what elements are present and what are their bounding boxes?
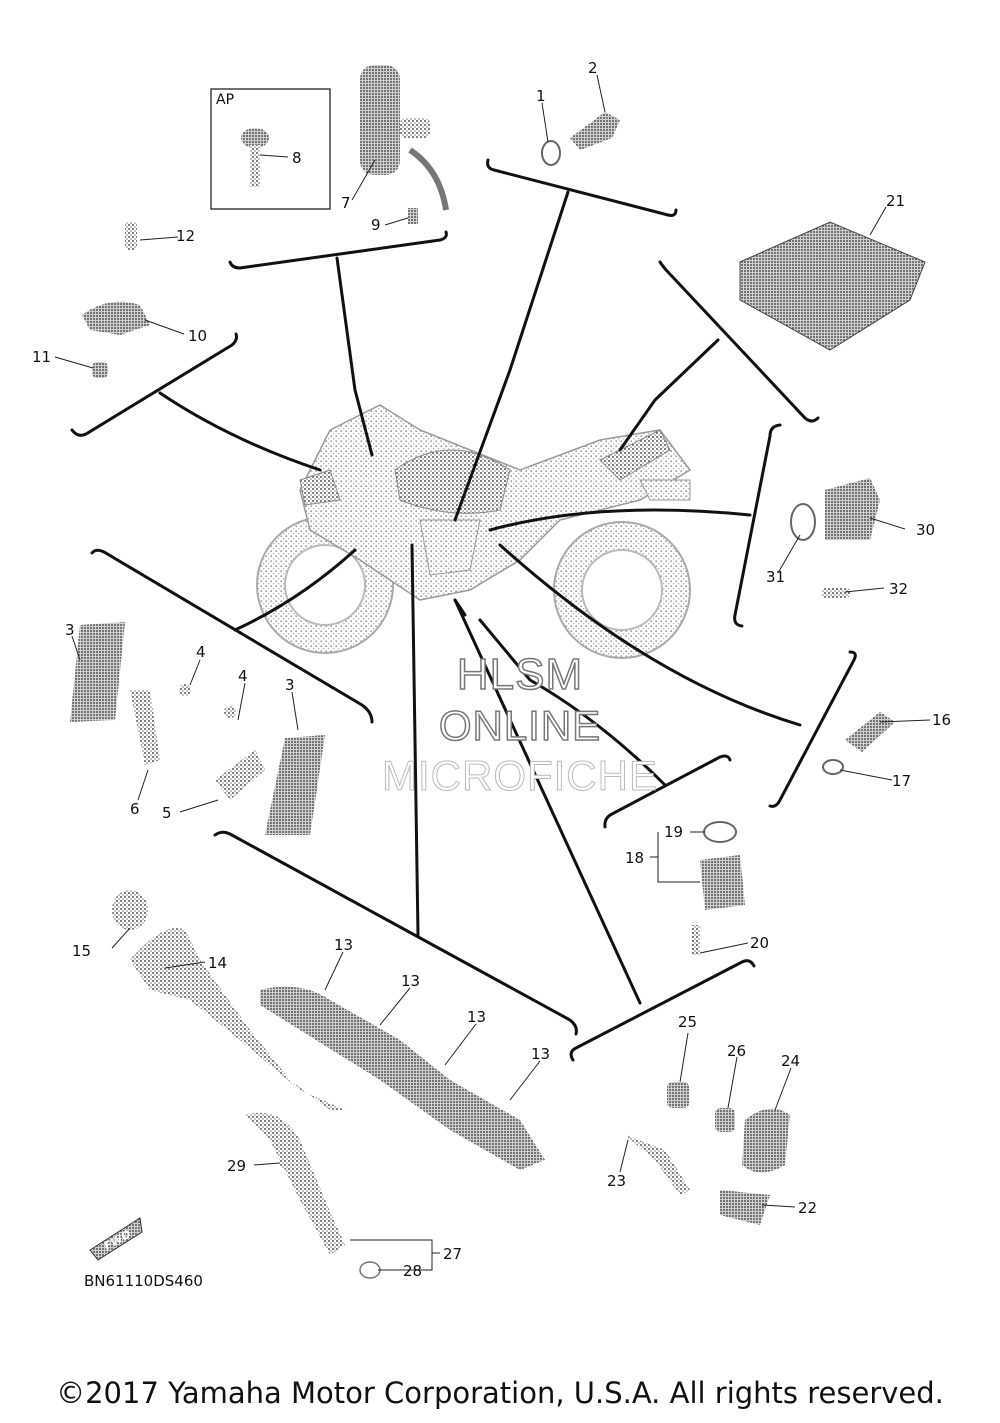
part-31-drawing — [790, 503, 816, 541]
callout-13-c: 13 — [467, 1008, 486, 1026]
callout-1: 1 — [536, 87, 546, 105]
part-25-drawing — [667, 1082, 689, 1108]
inset-box — [210, 88, 331, 210]
callout-numbers: 1 2 3 3 4 4 5 6 7 8 9 10 11 12 13 13 13 … — [32, 59, 951, 1280]
callout-11: 11 — [32, 348, 51, 366]
callout-13-d: 13 — [531, 1045, 550, 1063]
part-21-drawing — [739, 221, 926, 351]
callout-29: 29 — [227, 1157, 246, 1175]
motorcycle-silhouette — [256, 404, 692, 659]
part-18-drawing — [700, 855, 745, 910]
callout-5: 5 — [162, 804, 172, 822]
part-30-drawing — [825, 478, 880, 540]
callout-3-right: 3 — [285, 676, 295, 694]
part-8-drawing — [241, 128, 269, 187]
part-17-drawing — [822, 759, 844, 775]
part-15-drawing — [112, 890, 148, 930]
part-24-drawing — [742, 1108, 790, 1173]
callout-23: 23 — [607, 1172, 626, 1190]
callout-7: 7 — [341, 194, 351, 212]
part-20-drawing — [692, 925, 700, 955]
inset-label: AP — [216, 92, 235, 108]
callout-2: 2 — [588, 59, 598, 77]
part-10-drawing — [82, 301, 150, 335]
watermark-line-2: ONLINE — [438, 701, 602, 750]
part-28-drawing — [359, 1261, 381, 1279]
leader-lines — [70, 158, 857, 1062]
callout-14: 14 — [208, 954, 227, 972]
callout-32: 32 — [889, 580, 908, 598]
diagram-part-code: BN61110DS460 — [84, 1272, 203, 1290]
part-23-drawing — [625, 1135, 690, 1195]
callout-13-b: 13 — [401, 972, 420, 990]
fwd-arrow-icon: FWD — [89, 1217, 143, 1261]
part-2-drawing — [570, 112, 620, 150]
callout-21: 21 — [886, 192, 905, 210]
part-14-drawing — [130, 928, 345, 1110]
part-19-drawing — [703, 821, 737, 843]
callout-6: 6 — [130, 800, 140, 818]
part-1-drawing — [541, 140, 561, 166]
part-7-drawing — [360, 65, 449, 211]
callout-12: 12 — [176, 227, 195, 245]
part-9-drawing — [408, 208, 418, 224]
part-29-drawing — [280, 1158, 296, 1168]
callout-16: 16 — [932, 711, 951, 729]
watermark-line-1: HLSM — [456, 649, 584, 700]
callout-9: 9 — [371, 216, 381, 234]
callout-13-a: 13 — [334, 936, 353, 954]
part-4-right-drawing — [224, 706, 236, 718]
callout-10: 10 — [188, 327, 207, 345]
part-22-drawing — [720, 1190, 770, 1225]
copyright-notice: ©2017 Yamaha Motor Corporation, U.S.A. A… — [56, 1376, 944, 1410]
watermark-line-3: MICROFICHE — [382, 752, 658, 800]
callout-25: 25 — [678, 1013, 697, 1031]
part-3-left-drawing — [70, 622, 125, 722]
callout-22: 22 — [798, 1199, 817, 1217]
part-13-drawing — [260, 986, 545, 1170]
part-6-drawing — [130, 690, 160, 765]
callout-30: 30 — [916, 521, 935, 539]
callout-24: 24 — [781, 1052, 800, 1070]
callout-4-right: 4 — [238, 667, 248, 685]
callout-4-left: 4 — [196, 643, 206, 661]
callout-3-left: 3 — [65, 621, 75, 639]
callout-19: 19 — [664, 823, 683, 841]
part-27-drawing — [245, 1112, 345, 1255]
part-3-right-drawing — [265, 735, 325, 835]
callout-17: 17 — [892, 772, 911, 790]
part-26-drawing — [715, 1108, 735, 1132]
callout-18: 18 — [625, 849, 644, 867]
callout-31: 31 — [766, 568, 785, 586]
callout-20: 20 — [750, 934, 769, 952]
callout-26: 26 — [727, 1042, 746, 1060]
callout-15: 15 — [72, 942, 91, 960]
fwd-label: FWD — [102, 1227, 133, 1253]
callout-28: 28 — [403, 1262, 422, 1280]
part-11-drawing — [92, 362, 108, 378]
part-5-drawing — [215, 750, 265, 800]
callout-leaders — [54, 74, 931, 1271]
part-12-drawing — [125, 222, 137, 250]
part-4-left-drawing — [179, 684, 191, 696]
part-32-drawing — [822, 588, 850, 598]
callout-27: 27 — [443, 1245, 462, 1263]
callout-8: 8 — [292, 149, 302, 167]
